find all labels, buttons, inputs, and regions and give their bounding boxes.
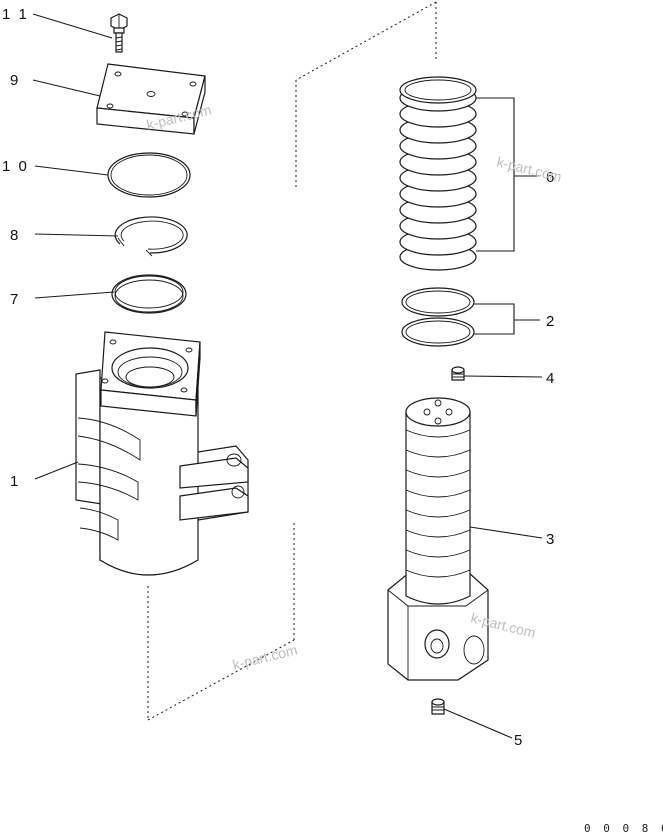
part-6-seal-ring-stack [399, 76, 477, 271]
part-7-ring [111, 274, 187, 314]
part-3-swivel-shaft [387, 397, 489, 681]
drawing-code: 0 0 0 8 0 3 8 4 [584, 822, 663, 835]
part-2-rings [401, 287, 475, 347]
alignment-lines [147, 1, 437, 721]
part-11-bolt [110, 13, 128, 53]
part-4-plug [451, 366, 465, 381]
callout-9: 9 [10, 72, 20, 89]
leader-lines [32, 13, 543, 739]
part-1-housing [75, 331, 249, 576]
callout-5: 5 [514, 732, 524, 749]
part-5-plug [431, 698, 445, 715]
callout-6: 6 [546, 169, 556, 186]
callout-4: 4 [546, 370, 556, 387]
part-10-o-ring [107, 152, 191, 198]
part-8-snap-ring [114, 216, 188, 257]
callout-labels: 1 1 9 1 0 8 7 1 6 2 4 3 5 [2, 6, 556, 749]
watermark: k-part.com [495, 153, 563, 185]
part-9-cover-plate [96, 63, 206, 135]
callout-10: 1 0 [2, 158, 29, 175]
watermark: k-part.com [231, 641, 299, 673]
watermarks: k-part.com k-part.com k-part.com k-part.… [145, 101, 563, 673]
callout-1: 1 [10, 473, 20, 490]
callout-11: 1 1 [2, 6, 29, 23]
callout-3: 3 [546, 531, 556, 548]
callout-8: 8 [10, 227, 20, 244]
callout-7: 7 [10, 291, 20, 308]
callout-2: 2 [546, 313, 556, 330]
